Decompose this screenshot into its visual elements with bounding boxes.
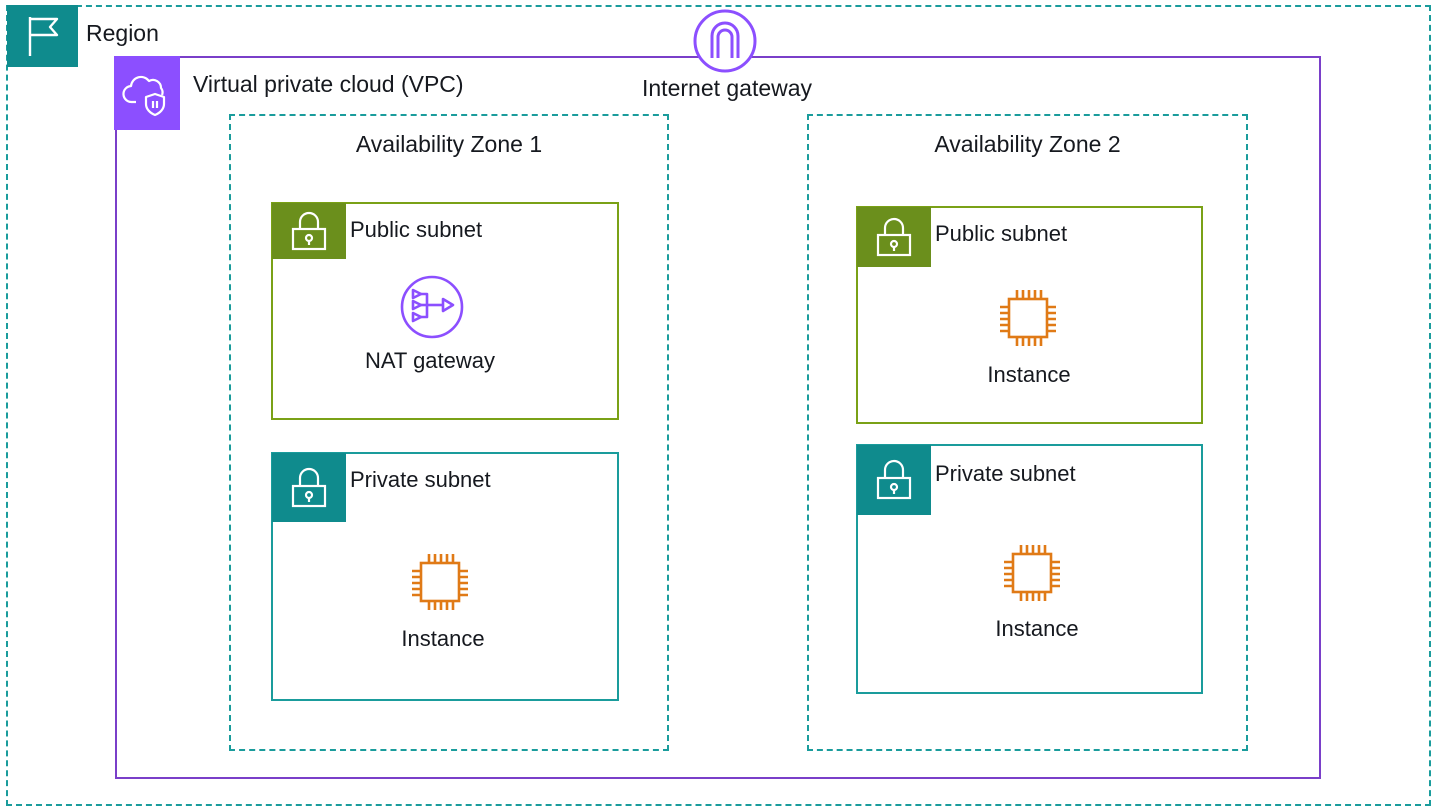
public-subnet-az2-badge [857,207,931,267]
instance-label-az2-private: Instance [995,616,1079,641]
availability-zone-2 [807,114,1248,751]
internet-gateway-icon [692,8,758,74]
region-badge [7,5,78,67]
lock-icon [287,464,331,512]
ec2-instance-icon [995,285,1061,351]
availability-zone-2-label: Availability Zone 2 [934,131,1121,157]
lock-icon [872,456,916,504]
private-subnet-az2 [856,444,1203,694]
lock-icon [287,209,331,253]
availability-zone-1 [229,114,669,751]
instance-label-az2-public: Instance [987,362,1071,387]
private-subnet-az1-label: Private subnet [350,467,491,492]
public-subnet-az1-label: Public subnet [350,217,483,242]
region-label: Region [86,20,159,46]
private-subnet-az1 [271,452,619,701]
ec2-instance-icon [999,540,1065,606]
cloud-shield-icon [122,68,172,118]
vpc-label: Virtual private cloud (VPC) [193,71,464,97]
public-subnet-az2-label: Public subnet [935,221,1068,246]
nat-gateway-label: NAT gateway [364,348,496,373]
internet-gateway-label: Internet gateway [640,75,815,102]
region-container [6,5,1431,806]
public-subnet-az1 [271,202,619,420]
public-subnet-az2 [856,206,1203,424]
private-subnet-az2-label: Private subnet [935,461,1076,486]
public-subnet-az1-badge [272,203,346,259]
ec2-instance-icon [407,549,473,615]
private-subnet-az2-badge [857,445,931,515]
flag-icon [23,14,63,58]
private-subnet-az1-badge [272,453,346,522]
availability-zone-1-label: Availability Zone 1 [355,131,543,157]
lock-icon [872,215,916,259]
vpc-badge [114,56,180,130]
nat-gateway-icon [399,274,465,340]
instance-label-az1-private: Instance [401,626,485,651]
